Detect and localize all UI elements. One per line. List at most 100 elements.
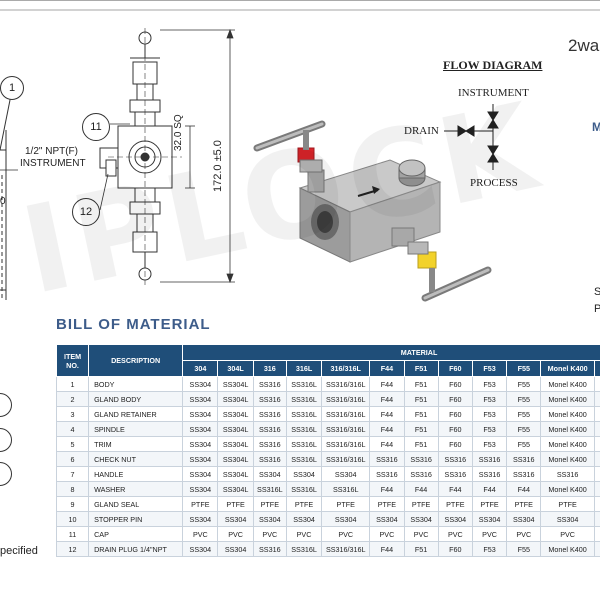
material-cell: PTFE (321, 496, 371, 512)
item-no-cell: 11 (56, 526, 90, 542)
description-cell: GLAND BODY (88, 391, 184, 407)
drawing-svg (0, 0, 600, 302)
material-cell: SS316L (285, 391, 323, 407)
grade-header: F60 (437, 360, 473, 377)
material-cell: F53 (471, 541, 508, 557)
material-cell: PTFE (471, 496, 508, 512)
material-cell: Monel K400 (540, 541, 595, 557)
item-no-cell: 1 (56, 376, 90, 392)
material-cell: SS316 (252, 436, 287, 452)
material-cell: PVC (285, 526, 323, 542)
description-cell: DRAIN PLUG 1/4"NPT (88, 541, 184, 557)
bom-title: BILL OF MATERIAL (56, 316, 211, 333)
material-cell: F60 (437, 421, 473, 437)
material-cell: F44 (437, 481, 473, 497)
material-cell: SS304 (437, 511, 473, 527)
edge-partial-0: 0 (0, 196, 6, 207)
material-cell: SS316 (252, 406, 287, 422)
material-cell: PVC (369, 526, 405, 542)
description-cell: GLAND SEAL (88, 496, 184, 512)
material-cell: F51 (403, 376, 439, 392)
material-cell: SS316L (285, 541, 323, 557)
left-partial-drawing (0, 99, 11, 300)
material-cell: SS304 (182, 451, 219, 467)
material-cell: Monel K400 (540, 421, 595, 437)
material-cell: SS316/316L (321, 436, 371, 452)
material-cell: SS304L (217, 436, 254, 452)
side-callout-a (0, 393, 12, 417)
material-cell: SS304 (252, 511, 287, 527)
material-cell: SS304L (217, 481, 254, 497)
material-cell: SS304L (217, 406, 254, 422)
item-no-cell: 5 (56, 436, 90, 452)
material-cell: SS304 (182, 406, 219, 422)
valve-3d-render (253, 120, 492, 302)
material-cell: SS304 (285, 511, 323, 527)
material-cell: SS304 (182, 541, 219, 557)
material-cell: SS316/316L (321, 541, 371, 557)
material-cell: SS304L (217, 451, 254, 467)
material-cell: Inconel 62 (593, 421, 600, 437)
material-cell: F51 (403, 436, 439, 452)
edge-partial-s: S (594, 286, 600, 298)
material-cell: PVC (182, 526, 219, 542)
npt-label: 1/2" NPT(F) (25, 146, 78, 157)
material-cell: F55 (506, 391, 542, 407)
callout-12-label: 12 (79, 206, 93, 218)
material-cell: PVC (252, 526, 287, 542)
material-cell: F44 (369, 541, 405, 557)
material-cell: Monel K400 (540, 451, 595, 467)
material-cell: F44 (369, 391, 405, 407)
material-cell: F53 (471, 406, 508, 422)
item-no-cell: 12 (56, 541, 90, 557)
material-cell: F44 (506, 481, 542, 497)
material-cell: Inconel 62 (593, 376, 600, 392)
material-cell: SS316 (593, 451, 600, 467)
item-no-cell: 6 (56, 451, 90, 467)
material-cell: F60 (437, 376, 473, 392)
grade-header: 304 (182, 360, 219, 377)
item-no-cell: 3 (56, 406, 90, 422)
material-cell: Monel K400 (540, 406, 595, 422)
material-cell: SS304 (182, 511, 219, 527)
material-cell: SS316L (285, 481, 323, 497)
material-cell: SS316 (593, 466, 600, 482)
material-cell: SS304 (182, 466, 219, 482)
material-cell: PTFE (437, 496, 473, 512)
material-cell: F53 (471, 436, 508, 452)
material-cell: PTFE (182, 496, 219, 512)
material-cell: SS316 (471, 466, 508, 482)
material-cell: SS304 (321, 466, 371, 482)
material-cell: F53 (471, 391, 508, 407)
item-no-cell: 4 (56, 421, 90, 437)
material-cell: F44 (369, 421, 405, 437)
grade-header: F44 (369, 360, 405, 377)
item-no-cell: 10 (56, 511, 90, 527)
material-cell: SS304 (217, 541, 254, 557)
material-cell: SS316L (285, 421, 323, 437)
material-cell: SS316 (369, 451, 405, 467)
material-cell: SS304L (217, 466, 254, 482)
material-cell: SS316 (252, 391, 287, 407)
material-cell: PTFE (252, 496, 287, 512)
material-cell: SS304 (182, 421, 219, 437)
material-cell: SS316/316L (321, 391, 371, 407)
material-cell: Monel K400 (540, 481, 595, 497)
material-cell: F55 (506, 421, 542, 437)
material-cell: SS316L (285, 436, 323, 452)
material-cell: SS304 (182, 376, 219, 392)
material-cell: F51 (403, 421, 439, 437)
edge-partial-p: P (594, 303, 600, 315)
callout-11-label: 11 (90, 121, 102, 133)
material-cell: PTFE (403, 496, 439, 512)
valve-front-view (99, 28, 182, 285)
material-cell: SS304 (369, 511, 405, 527)
material-cell: SS304 (182, 391, 219, 407)
flow-diagram-symbols (444, 104, 499, 170)
material-cell: SS316 (369, 466, 405, 482)
